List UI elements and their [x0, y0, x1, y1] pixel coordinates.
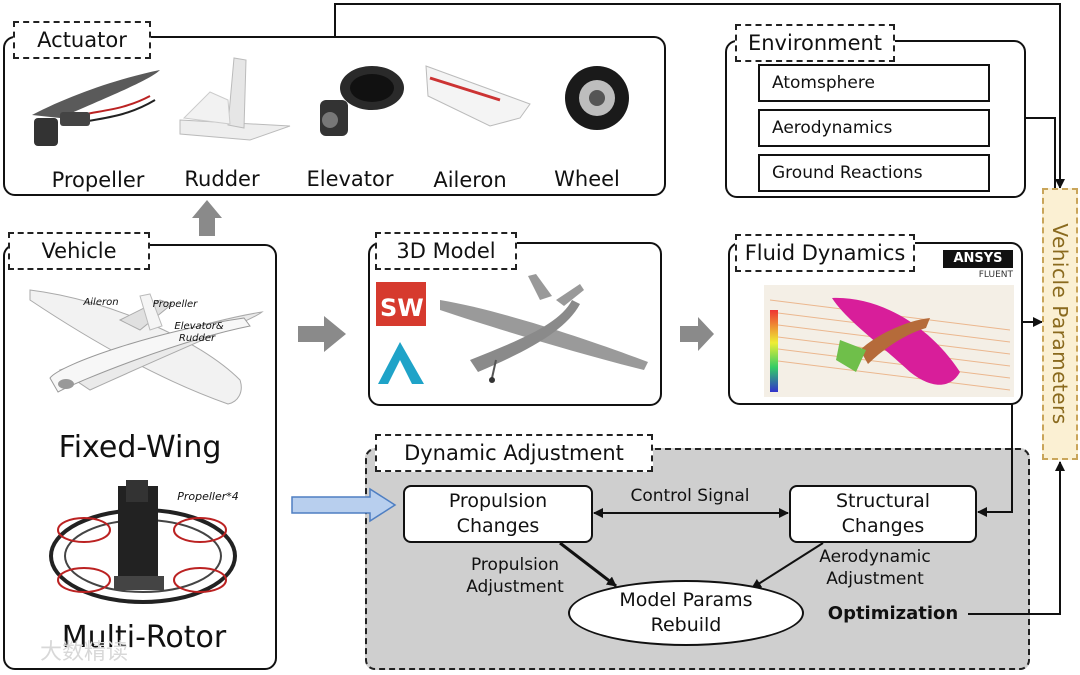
- actuator-label-elevator: Elevator: [306, 167, 394, 191]
- actuator-label-wheel: Wheel: [554, 167, 620, 191]
- autodesk-logo-icon: [378, 342, 424, 384]
- fluid-to-structural-line: [977, 404, 1013, 517]
- environment-item-aerodynamics: Aerodynamics: [758, 109, 990, 147]
- svg-text:SW: SW: [380, 294, 424, 322]
- aircraft-3d-model-icon: [440, 274, 648, 383]
- model-params-rebuild-text: Model Params Rebuild: [619, 589, 753, 636]
- vehicle-to-3d-arrow: [298, 316, 346, 352]
- vehicle-title: Vehicle: [8, 232, 150, 270]
- control-signal-label: Control Signal: [630, 486, 750, 506]
- actuator-label-aileron: Aileron: [433, 168, 507, 192]
- multi-rotor-callout: Propeller*4: [177, 490, 239, 503]
- propulsion-changes-text: Propulsion Changes: [448, 490, 548, 537]
- propeller-icon: [32, 70, 160, 146]
- propulsion-to-rebuild-arrow: [559, 541, 617, 588]
- ansys-logo-main: ANSYS: [943, 250, 1013, 268]
- vehicle-params-bar: Vehicle Parameters: [1042, 188, 1078, 460]
- wheel-icon: [565, 66, 629, 130]
- elevator-icon: [320, 66, 404, 136]
- aileron-icon: [425, 65, 531, 127]
- multi-rotor-image: [49, 480, 237, 604]
- dynamic-title: Dynamic Adjustment: [375, 434, 653, 472]
- fixed-wing-callout-elevator: Elevator&: [174, 321, 224, 332]
- environment-to-params-line: [1025, 117, 1056, 188]
- propulsion-adjustment-label: Propulsion Adjustment: [466, 555, 564, 597]
- multirotor-to-dynamic-arrow: [291, 487, 397, 523]
- fixed-wing-callout-propeller: Propeller: [152, 299, 198, 310]
- environment-item-ground-reactions: Ground Reactions: [758, 154, 990, 192]
- actuator-to-params-line: [334, 3, 1065, 189]
- fixed-wing-callout-aileron: Aileron: [83, 297, 119, 308]
- optimization-to-params-line: [968, 461, 1065, 615]
- multi-rotor-label: Multi-Rotor: [61, 620, 227, 655]
- optimization-label: Optimization: [827, 603, 959, 624]
- structural-changes-text: Structural Changes: [835, 490, 931, 537]
- fluid-title: Fluid Dynamics: [735, 234, 915, 272]
- fixed-wing-label: Fixed-Wing: [58, 430, 222, 465]
- fixed-wing-callout-rudder: Rudder: [178, 333, 216, 344]
- watermark: 大数精读: [39, 640, 128, 665]
- actuator-label-propeller: Propeller: [51, 168, 145, 192]
- propulsion-changes-node: Propulsion Changes: [403, 485, 593, 543]
- actuator-title: Actuator: [13, 21, 151, 59]
- structural-to-rebuild-arrow: [751, 542, 824, 589]
- rudder-icon: [179, 57, 291, 141]
- structural-changes-node: Structural Changes: [789, 485, 977, 543]
- environment-title: Environment: [735, 24, 895, 62]
- 3d-to-fluid-arrow: [680, 317, 714, 351]
- aerodynamic-adjustment-label: Aerodynamic Adjustment: [819, 547, 931, 589]
- environment-item-atmosphere: Atomsphere: [758, 64, 990, 102]
- actuator-label-rudder: Rudder: [184, 167, 260, 191]
- fixed-wing-image: [29, 289, 264, 405]
- ansys-logo: ANSYS FLUENT: [943, 250, 1013, 282]
- model3d-title: 3D Model: [375, 232, 517, 270]
- ansys-logo-sub: FLUENT: [978, 270, 1013, 280]
- vehicle-to-actuator-arrow: [192, 200, 222, 236]
- model-params-rebuild-node: Model Params Rebuild: [568, 580, 804, 646]
- solidworks-logo-icon: SW: [376, 282, 426, 326]
